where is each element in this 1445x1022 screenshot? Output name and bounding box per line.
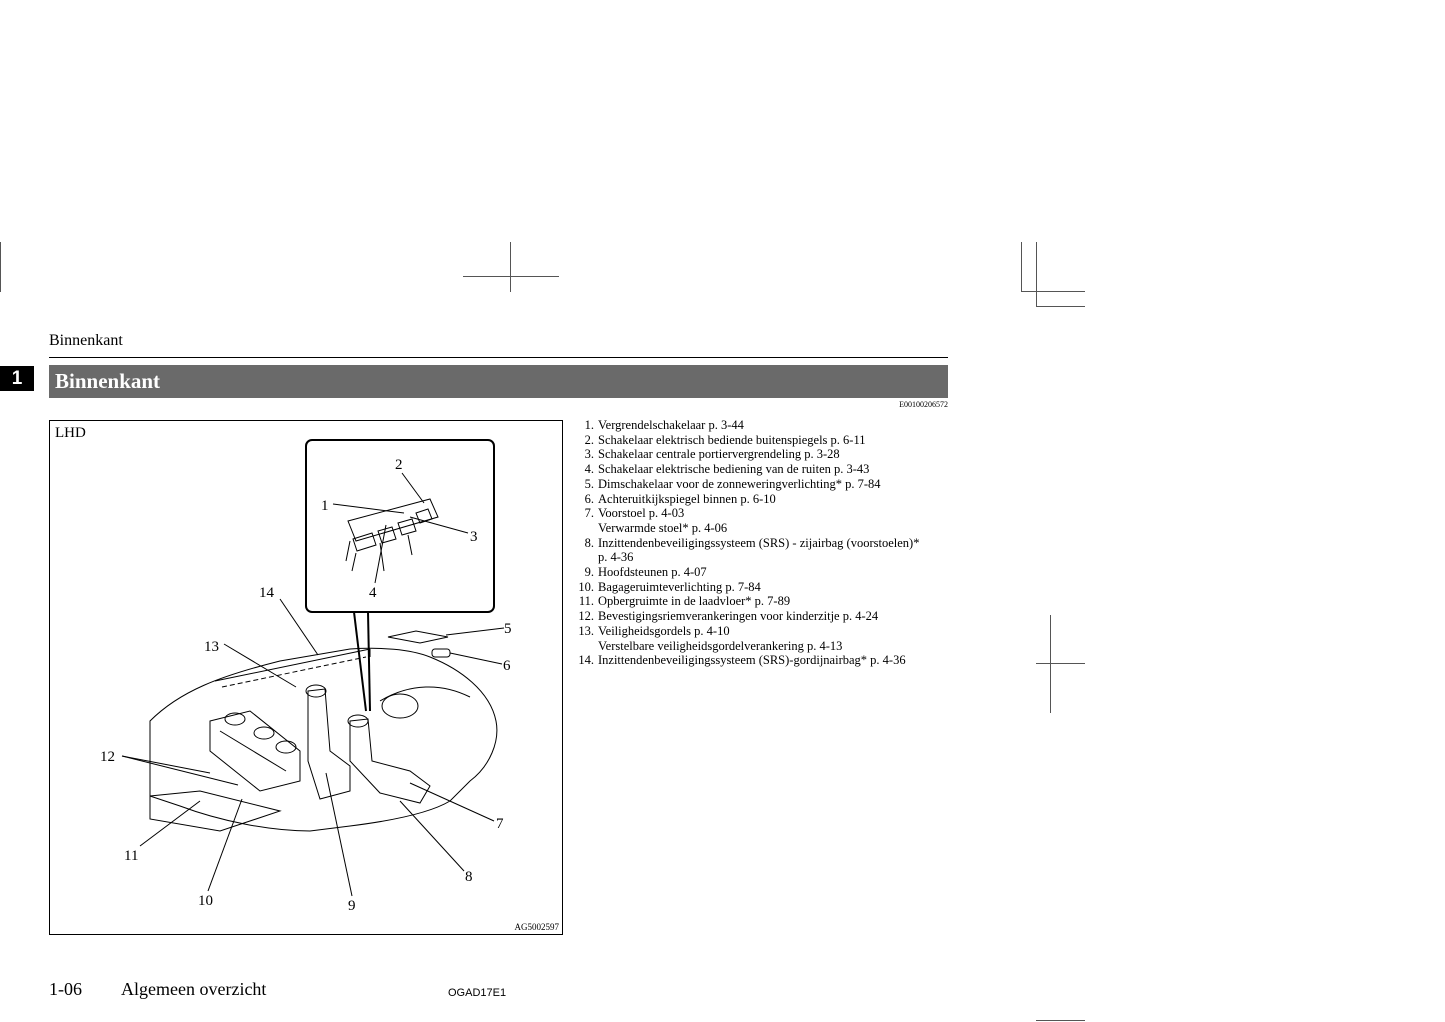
legend-number: 13.	[578, 623, 594, 638]
legend-item: 14. Inzittendenbeveiligingssysteem (SRS)-…	[573, 653, 943, 668]
crop-mark	[1036, 663, 1085, 664]
legend-subtext: p. 4-36	[598, 550, 634, 565]
callout-9: 9	[348, 898, 356, 914]
legend-text: Achteruitkijkspiegel binnen p. 6-10	[598, 491, 776, 506]
section-title: Binnenkant	[55, 369, 161, 393]
crop-mark	[1021, 291, 1085, 292]
legend-number: 7.	[584, 506, 594, 521]
legend-number: 6.	[584, 491, 594, 506]
legend-text: Bevestigingsriemverankeringen voor kinde…	[598, 609, 879, 624]
legend-item: 10. Bagageruimteverlichting p. 7-84	[573, 580, 943, 595]
legend-item: 8. Inzittendenbeveiligingssysteem (SRS) -…	[573, 536, 943, 565]
document-id: E00100206572	[899, 400, 948, 409]
callout-8: 8	[465, 869, 473, 885]
callout-11: 11	[124, 848, 138, 864]
crop-mark	[1036, 306, 1085, 307]
chapter-tab: 1	[0, 366, 34, 391]
crop-mark	[1036, 1020, 1085, 1021]
callout-4: 4	[369, 585, 377, 601]
legend-number: 11.	[578, 594, 594, 609]
callout-14: 14	[259, 585, 275, 601]
legend-text: Schakelaar centrale portiervergrendeling…	[598, 447, 840, 462]
legend-number: 14.	[578, 653, 594, 668]
legend-text: Inzittendenbeveiligingssysteem (SRS) - z…	[598, 535, 920, 550]
legend-item: 11. Opbergruimte in de laadvloer* p. 7-89	[573, 594, 943, 609]
interior-figure: 2 1 3 4 14 5 13 6 12 7 11 8 10 9 LHD AG5…	[49, 420, 563, 935]
callout-6: 6	[503, 658, 511, 674]
legend-text: Dimschakelaar voor de zonneweringverlich…	[598, 476, 881, 491]
callout-2: 2	[395, 457, 403, 473]
callout-1: 1	[321, 498, 329, 514]
crop-mark	[1050, 615, 1051, 713]
crop-mark	[1036, 242, 1037, 306]
legend-number: 3.	[584, 447, 594, 462]
figure-code: AG5002597	[514, 922, 560, 932]
crop-mark	[463, 276, 559, 277]
legend-subtext: Verstelbare veiligheidsgordelverankering…	[598, 638, 843, 653]
legend-subtext: Verwarmde stoel* p. 4-06	[598, 520, 728, 535]
legend-number: 1.	[584, 418, 594, 432]
legend-text: Bagageruimteverlichting p. 7-84	[598, 579, 761, 594]
running-header: Binnenkant	[49, 332, 123, 349]
callout-13: 13	[204, 639, 219, 655]
callout-3: 3	[470, 529, 478, 545]
footer-section: Algemeen overzicht	[121, 979, 267, 999]
callout-10: 10	[198, 893, 213, 909]
legend-number: 12.	[578, 609, 594, 624]
legend-text: Hoofdsteunen p. 4-07	[598, 565, 707, 580]
legend-text: Voorstoel p. 4-03	[598, 506, 685, 521]
legend-text: Veiligheidsgordels p. 4-10	[598, 623, 730, 638]
callout-12: 12	[100, 749, 115, 765]
callout-7: 7	[496, 816, 504, 832]
footer-code: OGAD17E1	[448, 987, 507, 999]
legend-item: 4. Schakelaar elektrische bediening van d…	[573, 462, 943, 477]
legend-item: 9. Hoofdsteunen p. 4-07	[573, 565, 943, 580]
legend-number: 2.	[584, 432, 594, 447]
legend-list: 1. Vergrendelschakelaar p. 3-44 2. Schakela…	[573, 418, 943, 668]
legend-number: 9.	[584, 565, 594, 580]
legend-number: 10.	[578, 579, 594, 594]
legend-number: 4.	[584, 462, 594, 477]
page-number: 1-06	[49, 979, 82, 999]
legend-item: 5. Dimschakelaar voor de zonneweringverli…	[573, 477, 943, 492]
legend-item: 2. Schakelaar elektrisch bediende buitens…	[573, 433, 943, 448]
legend-number: 5.	[584, 476, 594, 491]
legend-text: Schakelaar elektrische bediening van de …	[598, 462, 870, 477]
legend-number: 8.	[584, 535, 594, 550]
callout-5: 5	[504, 621, 512, 637]
legend-text: Inzittendenbeveiligingssysteem (SRS)-gor…	[598, 653, 906, 668]
crop-mark	[510, 242, 511, 292]
legend-text: Vergrendelschakelaar p. 3-44	[598, 418, 744, 432]
section-title-bar: Binnenkant	[49, 365, 948, 398]
crop-mark	[0, 242, 1, 292]
legend-item: 12. Bevestigingsriemverankeringen voor ki…	[573, 609, 943, 624]
header-rule	[49, 357, 948, 358]
figure-label: LHD	[55, 425, 86, 441]
legend-item: 6. Achteruitkijkspiegel binnen p. 6-10	[573, 492, 943, 507]
legend-text: Schakelaar elektrisch bediende buitenspi…	[598, 432, 866, 447]
legend-item: 1. Vergrendelschakelaar p. 3-44	[573, 418, 943, 433]
crop-mark	[1021, 242, 1022, 292]
interior-illustration: 2 1 3 4 14 5 13 6 12 7 11 8 10 9	[100, 439, 512, 914]
legend-item: 3. Schakelaar centrale portiervergrendeli…	[573, 447, 943, 462]
legend-text: Opbergruimte in de laadvloer* p. 7-89	[598, 594, 791, 609]
